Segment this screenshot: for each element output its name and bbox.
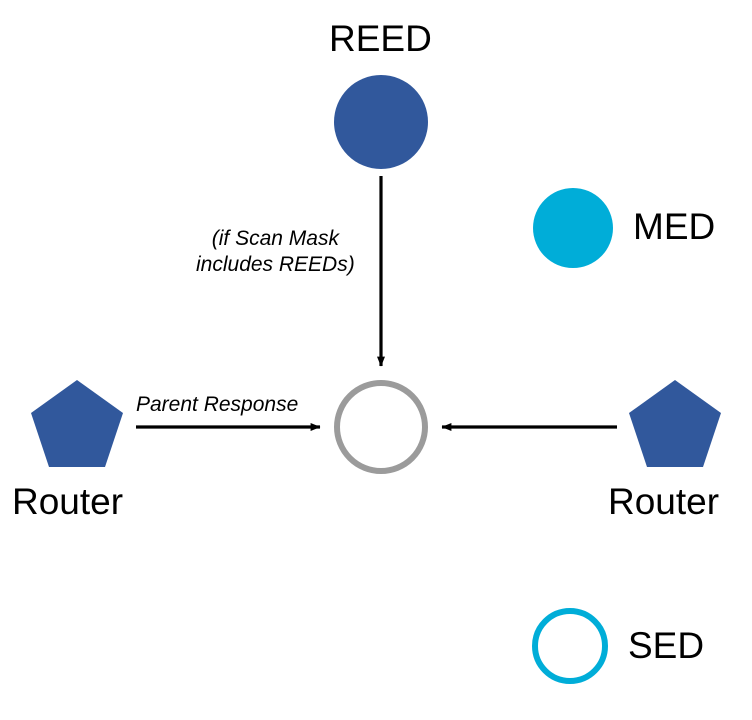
node-sed-shape[interactable]: [532, 608, 608, 684]
edge-label-scan-mask-line1: (if Scan Mask: [211, 227, 339, 250]
node-reed-shape[interactable]: [334, 75, 428, 169]
node-router-right-shape[interactable]: [629, 380, 721, 467]
edge-label-scan-mask: (if Scan Mask includes REEDs): [196, 226, 355, 279]
node-center-shape[interactable]: [334, 380, 428, 474]
node-label-med: MED: [633, 206, 716, 247]
node-label-sed: SED: [628, 625, 705, 666]
edge-label-scan-mask-line2: includes REEDs): [196, 253, 355, 277]
node-label-reed: REED: [329, 18, 432, 59]
node-label-router-right: Router: [608, 481, 720, 522]
node-med-shape[interactable]: [533, 188, 613, 268]
node-router-left-shape[interactable]: [31, 380, 123, 467]
node-label-router-left: Router: [12, 481, 124, 522]
edge-label-parent-response: Parent Response: [136, 393, 299, 416]
